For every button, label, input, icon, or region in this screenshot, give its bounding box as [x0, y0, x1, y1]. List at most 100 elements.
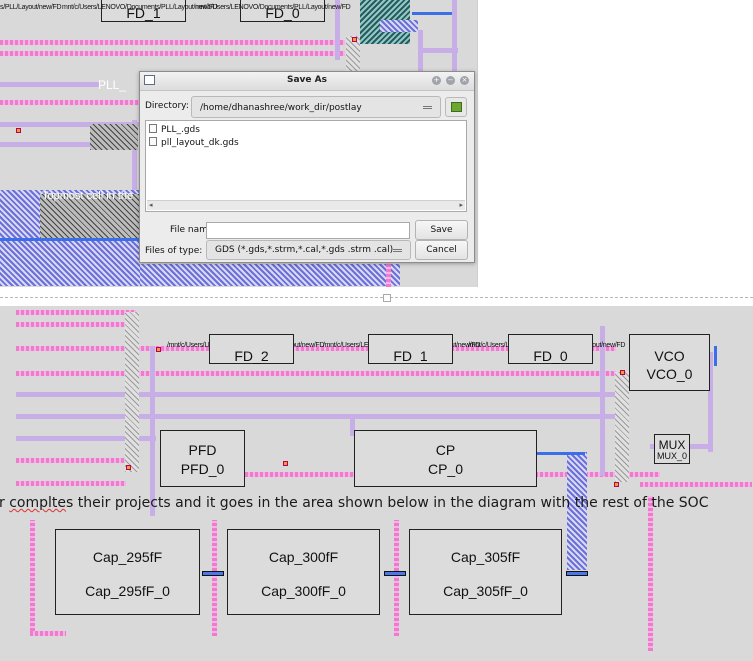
metal-wire: [335, 0, 340, 60]
fd1-cell-label: FD_1: [393, 348, 428, 364]
file-icon: [149, 124, 157, 133]
metal-wire: [16, 322, 136, 327]
pfd-cell-name: PFD: [188, 442, 217, 458]
cap-305ff-cell-instance: Cap_305fF_0: [443, 583, 528, 599]
cp-cell-block: CP CP_0: [354, 430, 537, 487]
parent-directory-button[interactable]: [445, 97, 467, 117]
cap-connector: [566, 571, 588, 576]
filetype-combo[interactable]: GDS (*.gds,*.strm,*.cal,*.gds .strm .cal…: [206, 240, 411, 260]
directory-combo[interactable]: /home/dhanashree/work_dir/postlay: [191, 96, 441, 118]
pfd-cell-instance: PFD_0: [180, 461, 225, 477]
cell-path-label: mnt/c/Users/LENOVO/Documents/PLL/Layout/…: [62, 4, 218, 11]
caption-rest: s their projects and it goes in the area…: [66, 495, 709, 511]
metal-wire: [16, 346, 616, 351]
metal-wire: [418, 30, 423, 80]
metal-wire: [452, 0, 457, 72]
metal-wire: [16, 481, 126, 486]
metal-wire: [0, 51, 345, 56]
save-as-dialog: Save As + − × Directory: /home/dhanashre…: [139, 71, 475, 263]
metal-wire: [16, 392, 616, 397]
metal-wire: [30, 631, 66, 636]
file-list-item[interactable]: PLL_.gds: [149, 124, 200, 135]
cell-hatch: [380, 20, 418, 32]
horizontal-scrollbar[interactable]: ◂ ▸: [147, 200, 465, 210]
filename-label: File name:: [170, 225, 217, 235]
save-button[interactable]: Save: [415, 220, 468, 240]
metal-wire: [714, 346, 717, 366]
metal-wire: [16, 310, 136, 315]
pin: [283, 461, 288, 466]
metal-wire: [16, 436, 156, 441]
file-icon: [149, 137, 157, 146]
cell-path-label: mnt/c/Users/LENOVO/Documents/PLL/Layout/…: [195, 4, 351, 11]
cancel-button[interactable]: Cancel: [415, 240, 468, 260]
caption-prefix: r: [0, 495, 10, 511]
fd0-cell-block: FD_0: [508, 334, 593, 364]
metal-wire: [30, 520, 35, 636]
cap-300ff-cell-instance: Cap_300fF_0: [261, 583, 346, 599]
topmost-cell-overlay-text: Topmost cell in the: [42, 190, 134, 202]
combo-arrow-icon: [423, 106, 432, 109]
metal-wire: [640, 482, 752, 487]
maximize-icon[interactable]: +: [432, 76, 441, 85]
cp-cell-instance: CP_0: [427, 461, 464, 477]
file-list[interactable]: PLL_.gds pll_layout_dk.gds ◂ ▸: [145, 120, 467, 212]
cell-hatch: [140, 264, 400, 286]
mux-cell-instance: MUX_0: [656, 451, 687, 461]
pll-overlay-text: PLL_: [98, 78, 127, 92]
fd0-cell-label: FD_0: [533, 348, 568, 364]
cap-295ff-cell-block: Cap_295fF Cap_295fF_0: [55, 529, 200, 615]
cell-path-label: s/PLL/Layout/new/FD: [0, 4, 62, 11]
cap-connector: [202, 571, 224, 576]
scroll-right-icon[interactable]: ▸: [459, 201, 463, 209]
filetype-label: Files of type:: [145, 246, 203, 256]
metal-wire: [16, 371, 616, 376]
via-column: [346, 36, 360, 72]
pin: [156, 347, 161, 352]
filename-input[interactable]: [206, 222, 410, 239]
fd1-cell-label: FD_1: [126, 5, 161, 21]
dialog-titlebar[interactable]: Save As + − ×: [140, 72, 474, 91]
fd0-cell-label: FD_0: [265, 5, 300, 21]
minimize-icon[interactable]: −: [446, 76, 455, 85]
cap-295ff-cell-name: Cap_295fF: [92, 549, 163, 565]
cp-cell-name: CP: [435, 442, 456, 458]
metal-wire-stack: [567, 452, 587, 570]
filetype-value: GDS (*.gds,*.strm,*.cal,*.gds .strm .cal…: [215, 245, 394, 255]
metal-wire: [0, 122, 140, 127]
cap-295ff-cell-instance: Cap_295fF_0: [85, 583, 170, 599]
fd1-cell-block: FD_1: [368, 334, 453, 364]
cap-305ff-cell-name: Cap_305fF: [450, 549, 521, 565]
mux-cell-name: MUX: [658, 438, 686, 452]
vco-cell-block: VCO VCO_0: [629, 334, 710, 391]
close-icon[interactable]: ×: [460, 76, 469, 85]
cap-305ff-cell-block: Cap_305fF Cap_305fF_0: [409, 529, 562, 615]
metal-wire: [600, 326, 605, 476]
metal-wire: [394, 520, 399, 636]
file-list-item[interactable]: pll_layout_dk.gds: [149, 137, 239, 148]
app-window-icon: [144, 75, 155, 85]
metal-wire: [535, 452, 585, 455]
metal-wire: [16, 458, 126, 463]
image-divider: [0, 297, 753, 298]
vco-cell-name: VCO: [654, 348, 685, 364]
via-column: [125, 312, 139, 472]
metal-wire: [708, 352, 713, 452]
scroll-left-icon[interactable]: ◂: [149, 201, 153, 209]
metal-wire: [150, 346, 155, 516]
resize-handle[interactable]: [383, 294, 391, 302]
fd1-cell-block: FD_1: [101, 0, 186, 22]
caption-misspelled-word: complte: [9, 495, 66, 511]
dialog-title: Save As: [287, 75, 327, 85]
canvas-blank-area: [477, 0, 551, 287]
metal-wire: [0, 238, 140, 241]
metal-wire: [386, 260, 391, 287]
metal-wire: [412, 12, 452, 15]
pin: [16, 128, 21, 133]
fd2-cell-block: FD_2: [209, 334, 294, 364]
metal-wire: [418, 48, 458, 53]
metal-wire: [648, 496, 653, 651]
caption-text: r compltes their projects and it goes in…: [0, 495, 708, 511]
pfd-cell-block: PFD PFD_0: [160, 430, 245, 487]
cap-300ff-cell-name: Cap_300fF: [268, 549, 339, 565]
